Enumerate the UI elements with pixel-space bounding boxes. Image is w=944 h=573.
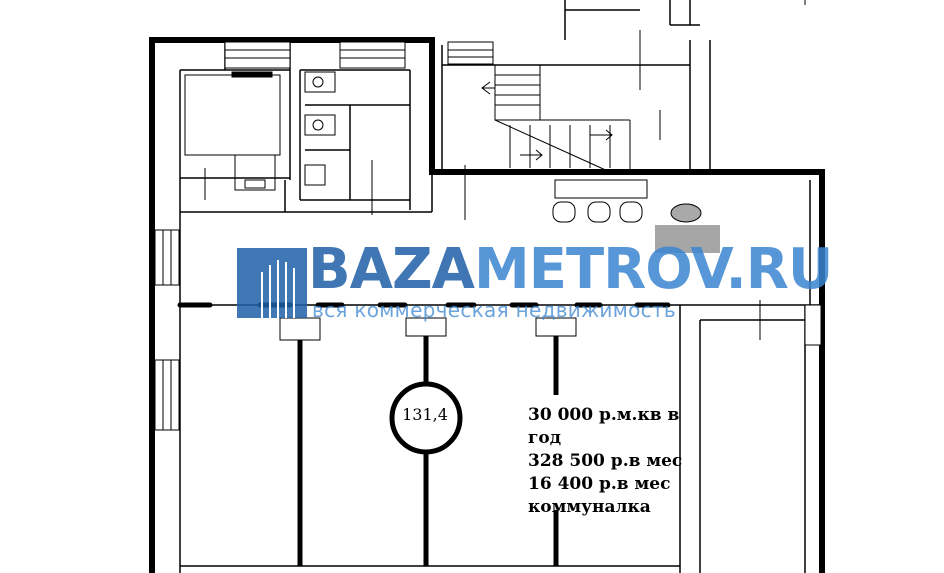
- partition-caps: [279, 317, 577, 341]
- tick-marks: [204, 0, 806, 340]
- furniture: [552, 179, 720, 253]
- rent-info-line: 328 500 р.в мес: [528, 451, 683, 471]
- building-logo-icon: [237, 248, 307, 318]
- watermark-brand-part1: BAZA: [308, 237, 475, 302]
- watermark-brand-part2: METROV.RU: [473, 237, 833, 302]
- watermark-tagline: вся коммерческая недвижимость: [312, 298, 676, 322]
- outer-walls: [149, 37, 825, 573]
- rent-info-line: 30 000 р.м.кв в: [528, 405, 680, 425]
- windows: [154, 41, 822, 431]
- rent-info-line: коммуналка: [528, 497, 651, 517]
- watermark-brand: BAZAMETROV.RU: [308, 237, 833, 302]
- room-area-label: 131,4: [402, 405, 448, 424]
- rent-info: 30 000 р.м.кв в год 328 500 р.в мес 16 4…: [528, 404, 682, 519]
- rent-info-line: 16 400 р.в мес: [528, 474, 671, 494]
- bathroom-fixtures: [184, 71, 336, 191]
- staircase: [481, 30, 661, 173]
- rent-info-line: год: [528, 428, 562, 448]
- partitions: [297, 335, 559, 566]
